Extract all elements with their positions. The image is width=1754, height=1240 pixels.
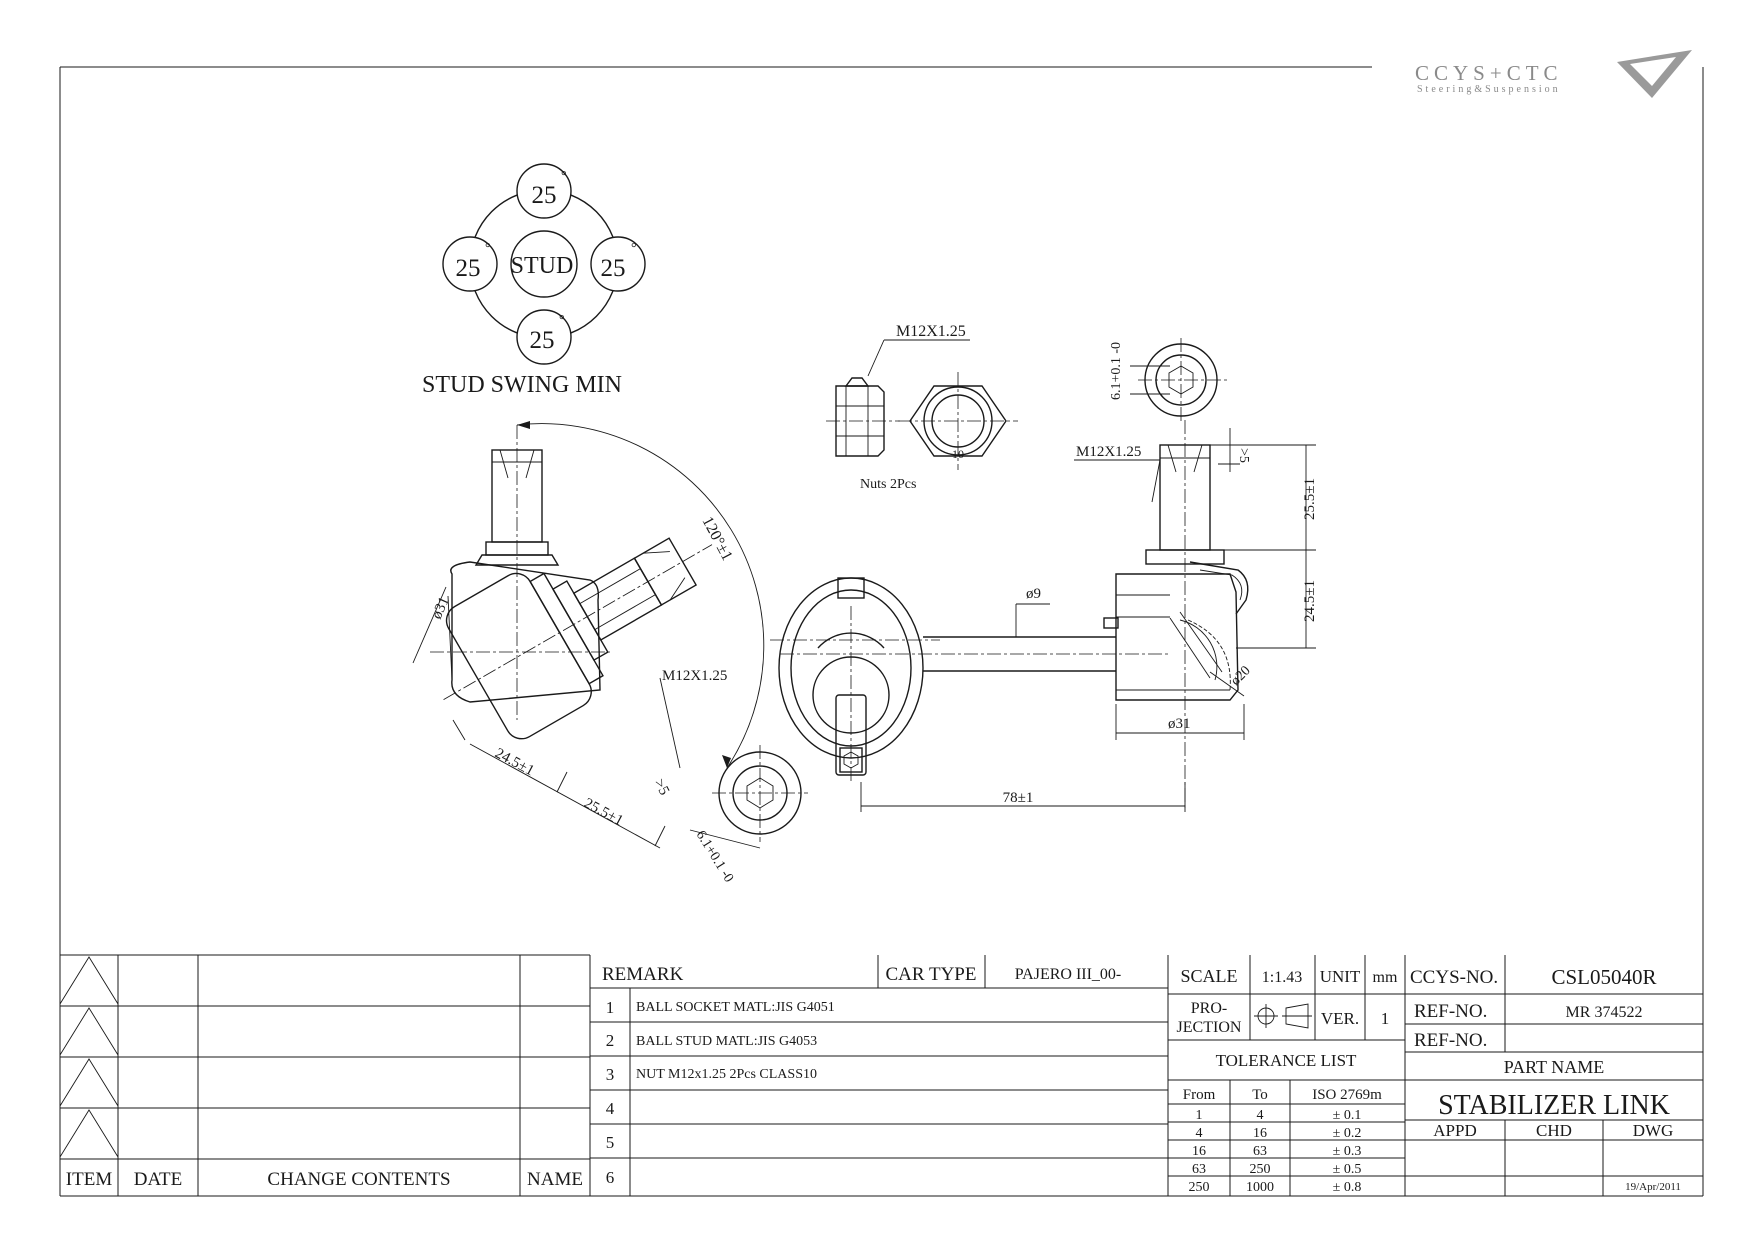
svg-text:63: 63 bbox=[1253, 1144, 1267, 1159]
remark-row-2: BALL STUD MATL:JIS G4053 bbox=[636, 1034, 817, 1049]
nut-views: M12X1.25 Nuts 2Pcs 10 bbox=[826, 323, 1018, 492]
svg-text:4: 4 bbox=[1196, 1126, 1203, 1141]
swing-caption: STUD SWING MIN bbox=[422, 372, 622, 398]
left-link-end-view: 120°±1 ø31 M12X1.25 24.5±1 25.5±1 >5 6.1… bbox=[412, 421, 808, 885]
dim-rod-dia: ø9 bbox=[1026, 586, 1041, 602]
svg-text:°: ° bbox=[561, 169, 567, 184]
svg-text:1000: 1000 bbox=[1246, 1180, 1274, 1195]
ccys-no: CSL05040R bbox=[1551, 965, 1656, 989]
car-type: PAJERO III_00- bbox=[1015, 966, 1122, 983]
rev-header-name: NAME bbox=[527, 1169, 583, 1190]
brand-logo: CCYS+CTC Steering&Suspension bbox=[1415, 50, 1692, 98]
right-link-side-view: M12X1.25 >5 25.5±1 24.5±1 ø9 ø20 ø31 78±… bbox=[770, 420, 1318, 812]
sheet-border bbox=[59, 66, 1704, 1197]
nut-class: 10 bbox=[952, 447, 964, 461]
projection-symbol-icon bbox=[1254, 1003, 1312, 1029]
remark-row-1: BALL SOCKET MATL:JIS G4051 bbox=[636, 1000, 835, 1015]
svg-text:°: ° bbox=[485, 241, 491, 256]
nut-qty: Nuts 2Pcs bbox=[860, 477, 916, 492]
dim-gap5-left: >5 bbox=[650, 776, 672, 798]
logo-tagline: Steering&Suspension bbox=[1417, 84, 1561, 95]
svg-text:3: 3 bbox=[606, 1065, 615, 1084]
stud-swing-diagram: 25 ° 25 ° 25 ° 25 ° STUD STUD SWING MIN bbox=[422, 163, 646, 398]
part-name-label: PART NAME bbox=[1504, 1057, 1604, 1077]
swing-top: 25 bbox=[532, 182, 557, 209]
nut-thread: M12X1.25 bbox=[896, 323, 966, 340]
ver: 1 bbox=[1381, 1009, 1390, 1028]
drawing-date: 19/Apr/2011 bbox=[1625, 1181, 1681, 1193]
swing-left: 25 bbox=[456, 255, 481, 282]
svg-text:2: 2 bbox=[606, 1031, 615, 1050]
svg-text:°: ° bbox=[559, 313, 565, 328]
ver-label: VER. bbox=[1321, 1009, 1359, 1028]
remark-header: REMARK bbox=[602, 964, 684, 985]
title-block: CCYS-NO. CSL05040R REF-NO. MR 374522 REF… bbox=[1405, 955, 1703, 1196]
dim-len25-right: 25.5±1 bbox=[1302, 478, 1318, 520]
rev-header-contents: CHANGE CONTENTS bbox=[267, 1169, 450, 1190]
svg-text:16: 16 bbox=[1253, 1126, 1267, 1141]
tol-header-to: To bbox=[1252, 1087, 1268, 1103]
svg-text:± 0.8: ± 0.8 bbox=[1333, 1180, 1362, 1195]
rev-header-date: DATE bbox=[134, 1169, 183, 1190]
unit: mm bbox=[1373, 969, 1398, 986]
svg-text:4: 4 bbox=[606, 1099, 615, 1118]
ref-no: MR 374522 bbox=[1566, 1004, 1643, 1021]
dim-length78: 78±1 bbox=[1003, 790, 1034, 806]
right-hex-end-view: 6.1+0.1 -0 bbox=[1109, 338, 1228, 422]
svg-text:± 0.2: ± 0.2 bbox=[1333, 1126, 1362, 1141]
spec-table: SCALE 1:1.43 UNIT mm PRO- JECTION VER. 1… bbox=[1168, 955, 1406, 1196]
remark-row-3: NUT M12x1.25 2Pcs CLASS10 bbox=[636, 1067, 817, 1082]
svg-text:250: 250 bbox=[1250, 1162, 1271, 1177]
dim-thread-right: M12X1.25 bbox=[1076, 444, 1141, 460]
svg-text:°: ° bbox=[631, 241, 637, 256]
dim-dia31-right: ø31 bbox=[1168, 716, 1191, 732]
remarks-table: REMARK CAR TYPE PAJERO III_00- 1 BALL SO… bbox=[590, 955, 1169, 1196]
dwg-label: DWG bbox=[1633, 1121, 1674, 1140]
dim-angle: 120°±1 bbox=[698, 514, 735, 564]
svg-text:± 0.1: ± 0.1 bbox=[1333, 1108, 1362, 1123]
revision-table: ITEM DATE CHANGE CONTENTS NAME bbox=[59, 954, 591, 1196]
svg-text:63: 63 bbox=[1192, 1162, 1206, 1177]
svg-text:250: 250 bbox=[1189, 1180, 1210, 1195]
scale-label: SCALE bbox=[1180, 966, 1237, 986]
dim-thread-left: M12X1.25 bbox=[662, 668, 727, 684]
svg-text:1: 1 bbox=[606, 998, 615, 1017]
swing-right: 25 bbox=[601, 255, 626, 282]
appd-label: APPD bbox=[1433, 1121, 1476, 1140]
svg-text:4: 4 bbox=[1257, 1108, 1264, 1123]
rev-header-item: ITEM bbox=[66, 1169, 113, 1190]
svg-text:5: 5 bbox=[606, 1133, 615, 1152]
projection-label-1: PRO- bbox=[1191, 1000, 1227, 1017]
svg-text:± 0.3: ± 0.3 bbox=[1333, 1144, 1362, 1159]
svg-text:± 0.5: ± 0.5 bbox=[1333, 1162, 1362, 1177]
svg-text:6: 6 bbox=[606, 1168, 615, 1187]
logo-brand: CCYS+CTC bbox=[1415, 61, 1563, 85]
dim-len24-right: 24.5±1 bbox=[1302, 580, 1318, 622]
tolerance-title: TOLERANCE LIST bbox=[1216, 1051, 1357, 1070]
svg-text:16: 16 bbox=[1192, 1144, 1206, 1159]
ref-label: REF-NO. bbox=[1414, 1001, 1487, 1022]
svg-text:1: 1 bbox=[1196, 1108, 1203, 1123]
dim-len24-left: 24.5±1 bbox=[492, 745, 537, 779]
dim-gap5-right: >5 bbox=[1236, 448, 1251, 463]
dim-ball-dia: ø20 bbox=[1228, 663, 1253, 688]
dim-len25-left: 25.5±1 bbox=[581, 795, 626, 829]
revision-triangle-icon bbox=[59, 956, 119, 1158]
tol-header-from: From bbox=[1183, 1087, 1216, 1103]
swing-center: STUD bbox=[511, 253, 574, 279]
dim-hex-left: 6.1+0.1 -0 bbox=[693, 828, 736, 885]
tol-header-iso: ISO 2769m bbox=[1312, 1087, 1382, 1103]
ref-label-2: REF-NO. bbox=[1414, 1030, 1487, 1051]
ccys-label: CCYS-NO. bbox=[1410, 967, 1498, 988]
swing-bottom: 25 bbox=[530, 327, 555, 354]
projection-label-2: JECTION bbox=[1177, 1019, 1242, 1036]
part-name: STABILIZER LINK bbox=[1438, 1090, 1670, 1121]
car-type-label: CAR TYPE bbox=[886, 964, 977, 985]
chd-label: CHD bbox=[1536, 1121, 1572, 1140]
scale: 1:1.43 bbox=[1262, 969, 1302, 986]
dim-hex-right: 6.1+0.1 -0 bbox=[1109, 342, 1124, 400]
unit-label: UNIT bbox=[1320, 967, 1361, 986]
